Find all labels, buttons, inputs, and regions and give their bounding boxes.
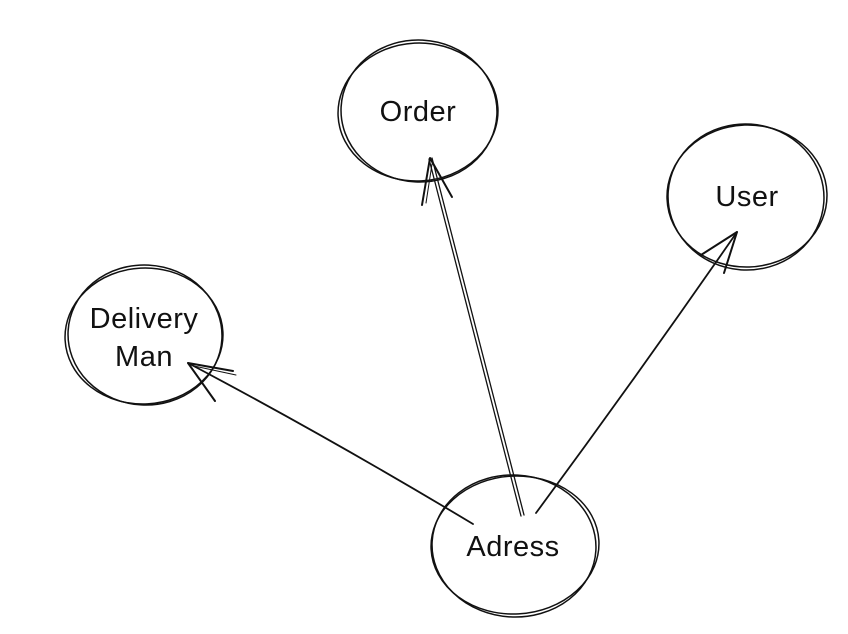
node-adress-circle-sketch-echo [431,474,597,618]
edge-adress-user[interactable] [535,231,738,514]
edge-adress-order-arrowhead-echo [425,163,433,204]
node-adress-circle [430,475,600,615]
node-user-circle [666,124,828,268]
node-adress-label: Adress [466,531,559,563]
node-order-label: Order [380,96,457,128]
edge-adress-order-arrowhead-icon [421,157,453,206]
node-order-circle [337,42,499,182]
node-delivery-man-label-line1: Delivery [90,303,199,335]
edge-adress-delivery-man-arrowhead-echo [193,365,237,376]
edge-adress-user-arrowhead-icon [700,231,738,274]
node-adress[interactable]: Adress [428,471,603,621]
edge-adress-delivery-man[interactable] [187,362,474,525]
node-user[interactable]: User [663,119,829,276]
edge-adress-order-line-1 [428,158,522,517]
node-user-label: User [715,181,778,213]
edge-adress-order[interactable] [421,157,525,517]
node-delivery-man-label-line2: Man [115,341,173,373]
node-delivery-man-circle-sketch-echo [67,264,223,406]
edge-adress-delivery-man-line [187,362,474,525]
node-user-circle-sketch-echo [667,123,825,271]
edge-adress-delivery-man-arrowhead-icon [187,362,234,402]
node-order[interactable]: Order [334,36,501,186]
node-order-circle-sketch-echo [340,39,498,183]
node-delivery-man-circle [64,267,224,405]
edge-adress-order-line-2 [431,157,525,516]
edge-adress-user-line [535,231,738,514]
node-delivery-man[interactable]: Delivery Man [62,261,227,409]
